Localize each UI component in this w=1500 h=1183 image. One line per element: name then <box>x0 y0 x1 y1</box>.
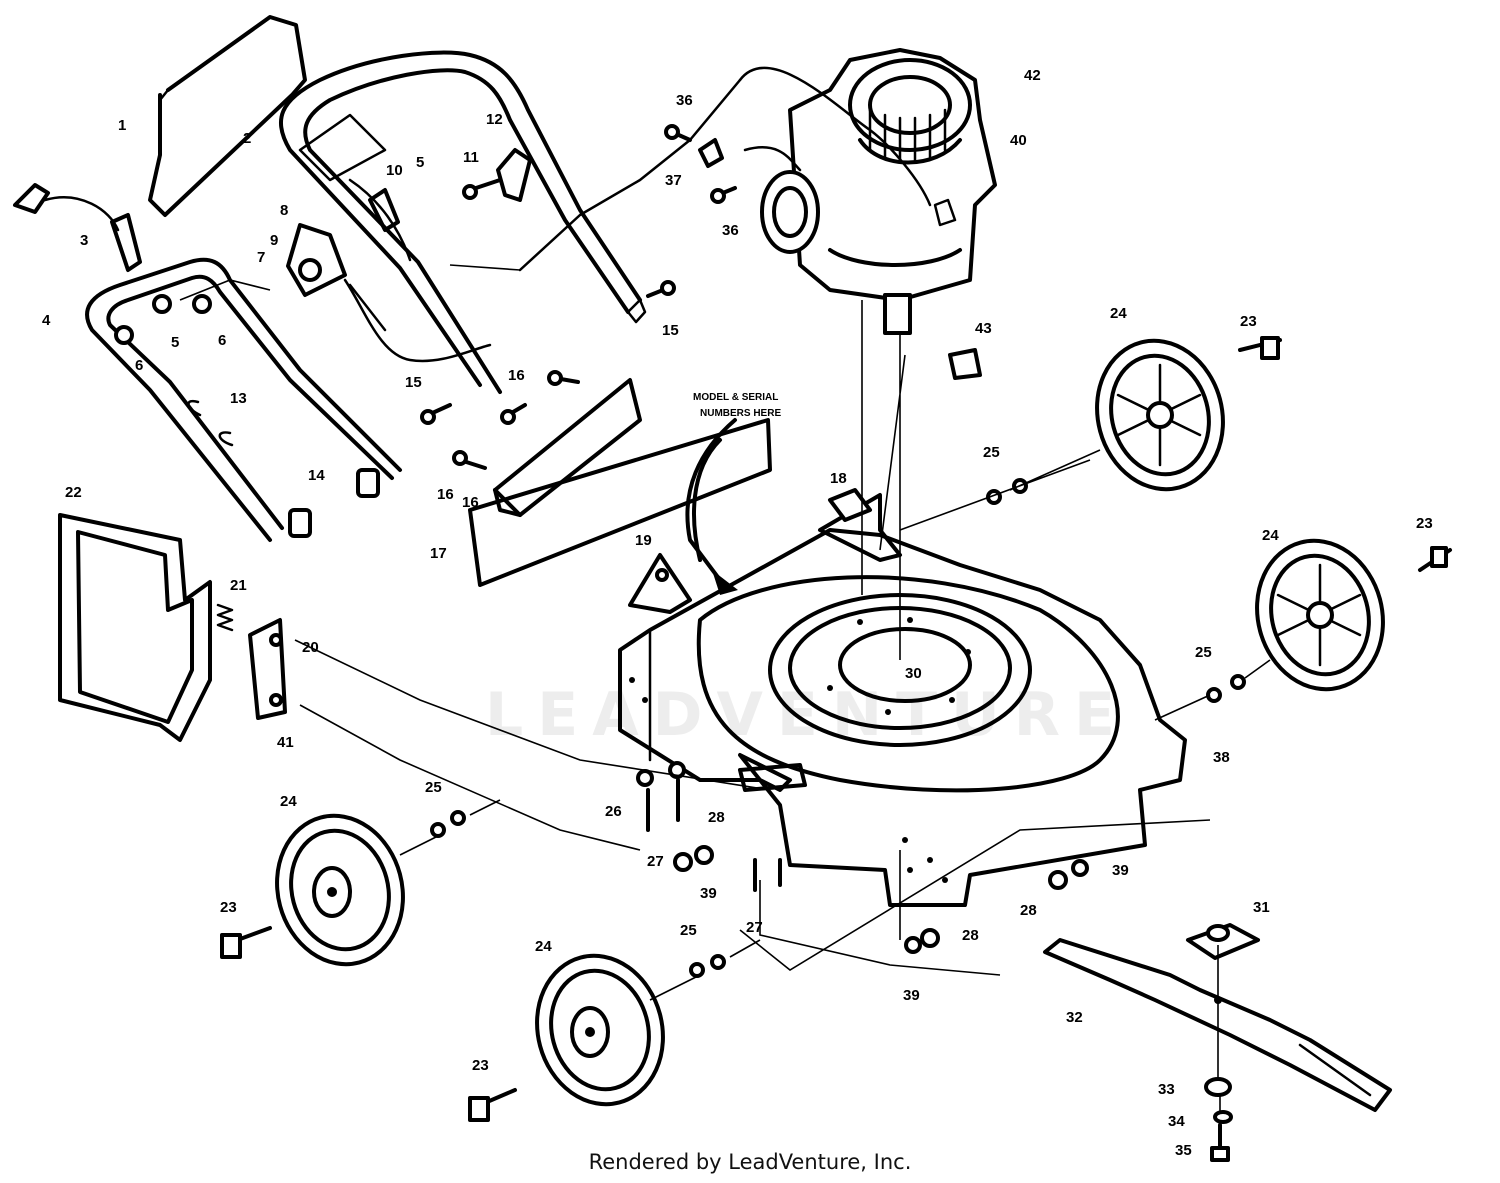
callout-c23d: 23 <box>1416 515 1433 532</box>
callout-c27a: 27 <box>647 853 664 870</box>
callout-c4: 4 <box>42 312 51 329</box>
callout-c18: 18 <box>830 470 847 487</box>
callout-c10: 10 <box>386 162 403 179</box>
callout-c35: 35 <box>1175 1142 1192 1159</box>
callout-c39c: 39 <box>903 987 920 1004</box>
callout-c42: 42 <box>1024 67 1041 84</box>
callout-c20: 20 <box>302 639 319 656</box>
footer-credit: Rendered by LeadVenture, Inc. <box>588 1150 912 1174</box>
callout-c13: 13 <box>230 390 247 407</box>
callout-c30: 30 <box>905 665 922 682</box>
callout-c21: 21 <box>230 577 247 594</box>
model-serial-note: MODEL & SERIAL NUMBERS HERE <box>685 392 781 595</box>
callout-c36b: 36 <box>722 222 739 239</box>
callout-c33: 33 <box>1158 1081 1175 1098</box>
wheel-rear-right <box>1255 538 1385 692</box>
callout-c37: 37 <box>665 172 682 189</box>
callout-c5b: 5 <box>171 334 179 351</box>
callout-c28a: 28 <box>708 809 725 826</box>
callout-c24a: 24 <box>280 793 297 810</box>
callout-c3: 3 <box>80 232 88 249</box>
callout-c25d: 25 <box>1195 644 1212 661</box>
blade-hardware <box>1204 1077 1233 1162</box>
callout-c25c: 25 <box>983 444 1000 461</box>
part-4-lower-handle <box>85 257 402 542</box>
callout-c25b: 25 <box>680 922 697 939</box>
callout-c5a: 5 <box>416 154 424 171</box>
callout-c24d: 24 <box>1262 527 1279 544</box>
part-22-rear-door <box>58 513 212 742</box>
callout-c14: 14 <box>308 467 325 484</box>
callout-c16c: 16 <box>462 494 479 511</box>
part-20-bracket <box>248 618 287 720</box>
callout-c23a: 23 <box>220 899 237 916</box>
callout-c17: 17 <box>430 545 447 562</box>
callout-c31: 31 <box>1253 899 1270 916</box>
part-14-knobs <box>288 468 380 538</box>
part-13-clips <box>187 399 234 447</box>
callout-c23c: 23 <box>1240 313 1257 330</box>
callout-c15b: 15 <box>405 374 422 391</box>
washers-and-nuts <box>430 478 1246 978</box>
callout-c6b: 6 <box>218 332 226 349</box>
callout-c32: 32 <box>1066 1009 1083 1026</box>
callout-c1: 1 <box>118 117 126 134</box>
callout-c25a: 25 <box>425 779 442 796</box>
callout-c6a: 6 <box>135 357 143 374</box>
svg-text:MODEL & SERIAL: MODEL & SERIAL <box>693 392 778 403</box>
callout-c24b: 24 <box>535 938 552 955</box>
svg-text:NUMBERS HERE: NUMBERS HERE <box>700 408 781 419</box>
callout-c43: 43 <box>975 320 992 337</box>
part-43-decal <box>948 348 982 380</box>
callout-c26: 26 <box>605 803 622 820</box>
callout-c8: 8 <box>280 202 288 219</box>
part-11-bolt <box>462 178 502 200</box>
part-1-upper-bracket <box>148 15 307 217</box>
callout-c27b: 27 <box>746 919 763 936</box>
watermark: LEADVENTURE <box>485 680 1129 750</box>
callout-c28c: 28 <box>962 927 979 944</box>
callout-c36a: 36 <box>676 92 693 109</box>
callout-c38: 38 <box>1213 749 1230 766</box>
callout-c19: 19 <box>635 532 652 549</box>
callout-c24c: 24 <box>1110 305 1127 322</box>
callout-c11: 11 <box>463 149 479 166</box>
part-2-upper-handle <box>278 50 647 394</box>
wheel-front-left <box>275 813 405 967</box>
callout-c15a: 15 <box>662 322 679 339</box>
part-3-control-bail <box>13 183 142 272</box>
callout-c40: 40 <box>1010 132 1027 149</box>
part-38-mower-deck <box>618 488 1187 907</box>
assembly-lines <box>179 264 1271 1112</box>
part-10-cable-clip <box>348 178 412 262</box>
callout-c39a: 39 <box>700 885 717 902</box>
part-17-rear-shield <box>468 378 772 587</box>
wheel-rear-left <box>535 953 665 1107</box>
part-19-bracket <box>628 553 692 614</box>
callout-c41: 41 <box>277 734 294 751</box>
part-21-spring <box>216 603 234 632</box>
callout-c23b: 23 <box>472 1057 489 1074</box>
part-8-control-lever <box>286 223 492 363</box>
callout-c28b: 28 <box>1020 902 1037 919</box>
wheel-front-right <box>1095 338 1225 492</box>
callout-c16b: 16 <box>437 486 454 503</box>
callout-c16a: 16 <box>508 367 525 384</box>
callout-c22: 22 <box>65 484 82 501</box>
callout-c39b: 39 <box>1112 862 1129 879</box>
callout-c7: 7 <box>257 249 265 266</box>
part-40-engine <box>518 48 997 335</box>
callout-c9: 9 <box>270 232 278 249</box>
handle-bolts <box>420 124 737 470</box>
callout-c2: 2 <box>243 130 251 147</box>
callout-c34: 34 <box>1168 1113 1185 1130</box>
part-31-blade-adapter <box>1186 923 1260 960</box>
part-12-bracket <box>496 148 532 202</box>
axle-bolts <box>220 336 1452 1122</box>
callout-c12: 12 <box>486 111 503 128</box>
